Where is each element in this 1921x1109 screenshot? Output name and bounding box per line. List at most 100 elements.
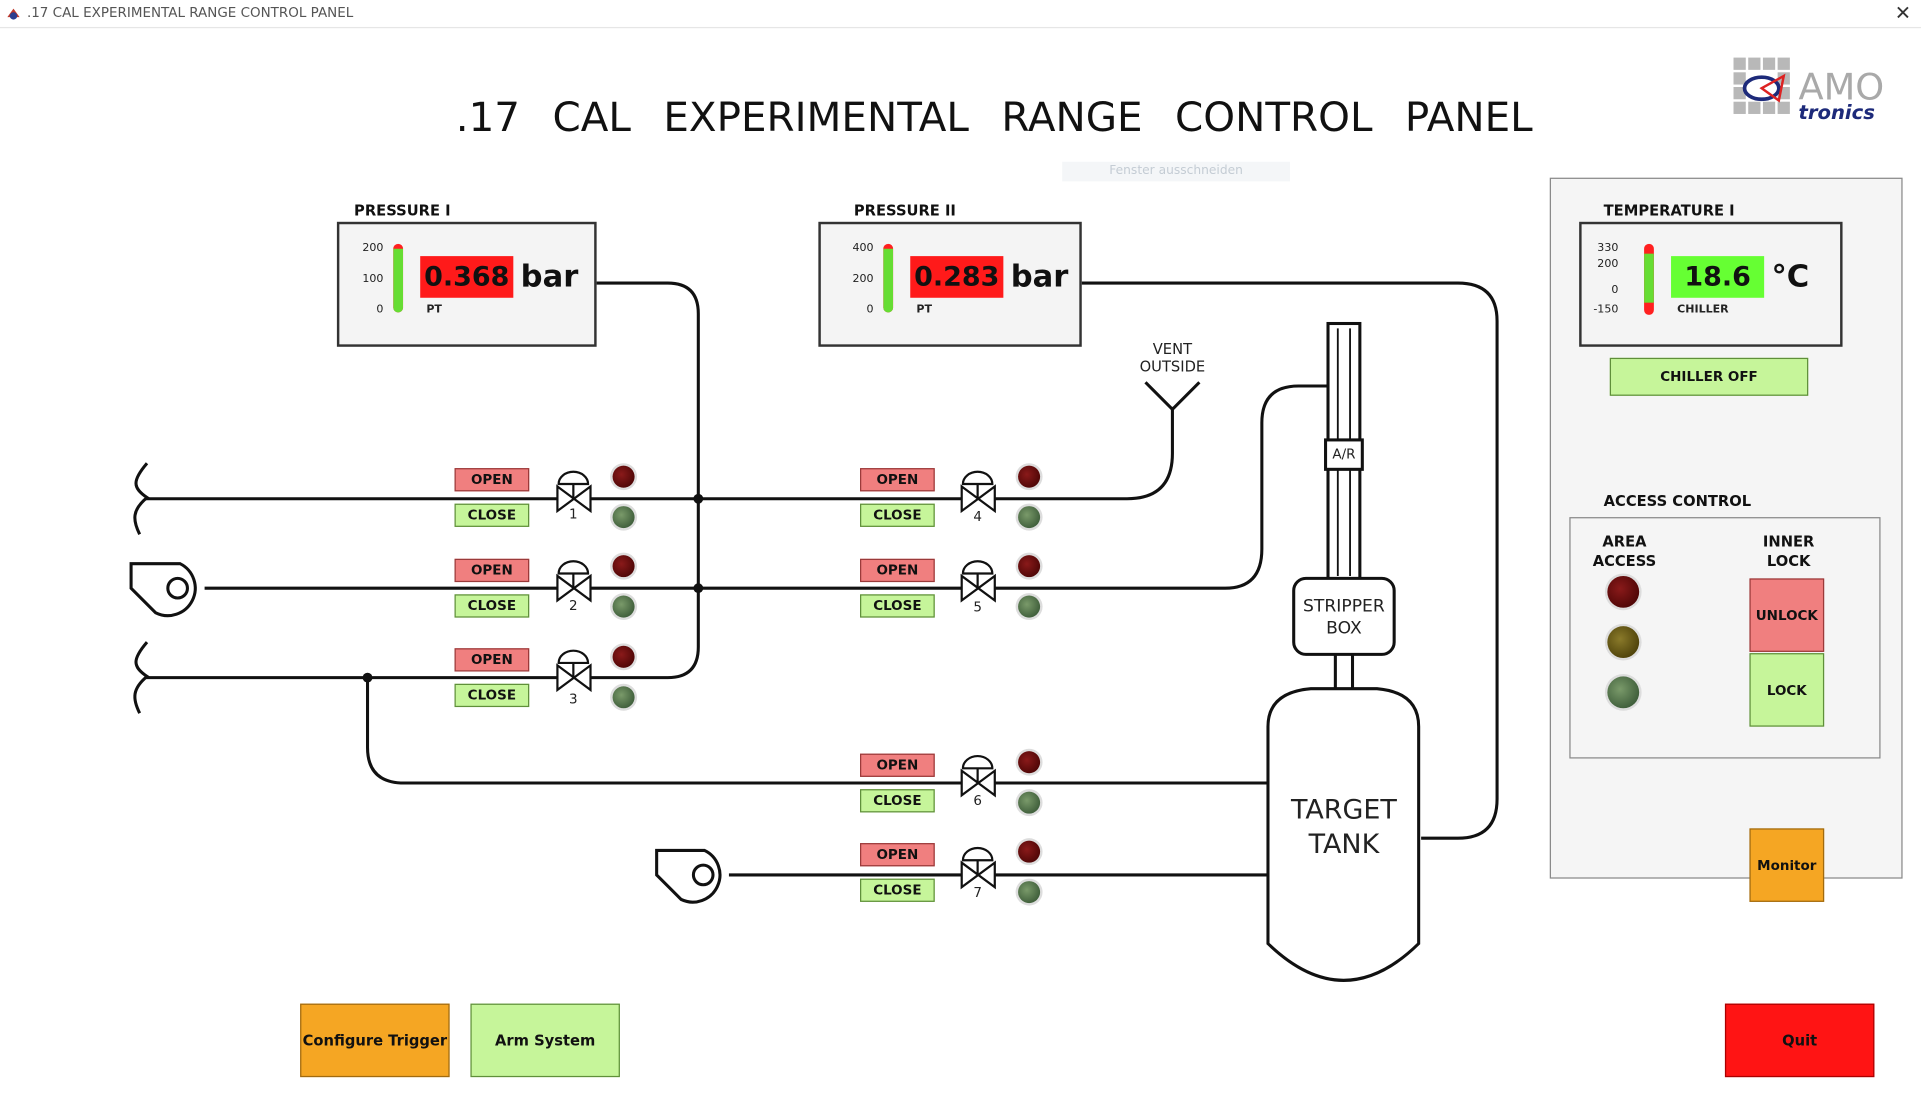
pressure-2-value: 0.283: [910, 256, 1004, 298]
arm-system-button[interactable]: Arm System: [470, 1003, 620, 1078]
valve-4-number: 4: [973, 508, 982, 525]
app-icon: [7, 8, 20, 20]
pressure-1-unit: bar: [520, 258, 579, 295]
valve-5-close-button[interactable]: CLOSE: [860, 594, 935, 618]
valve-1-open-lamp: [612, 465, 635, 488]
valve-1-close-button[interactable]: CLOSE: [454, 503, 530, 527]
temperature-1-bar-level: [1644, 253, 1654, 303]
pressure-1-tick-mid: 100: [362, 273, 384, 286]
pressure-2-display: 400 200 0 0.283 bar PT: [818, 221, 1082, 347]
valve-7-closed-lamp: [1018, 881, 1041, 904]
close-icon[interactable]: ✕: [1894, 3, 1912, 25]
valve-7-open-button[interactable]: OPEN: [860, 843, 935, 867]
valve-3-icon[interactable]: [556, 649, 592, 693]
valve-2-open-button[interactable]: OPEN: [454, 558, 530, 583]
page-title: .17 CAL EXPERIMENTAL RANGE CONTROL PANEL: [455, 93, 1533, 141]
logo-text-amo: AMO: [1798, 66, 1885, 110]
pressure-2-tick-min: 0: [866, 303, 874, 317]
valve-4-open-button[interactable]: OPEN: [860, 468, 935, 492]
pressure-1-bar-gauge: [393, 243, 404, 313]
temperature-1-bar-gauge: [1644, 243, 1654, 315]
amotronics-logo: AMO tronics: [1730, 54, 1902, 128]
faint-overlay-text: Fenster ausschneiden: [1062, 161, 1291, 182]
unlock-button[interactable]: UNLOCK: [1749, 578, 1825, 652]
pressure-2-tick-mid: 200: [852, 273, 874, 286]
pressure-1-gauge-label: PT: [426, 303, 442, 317]
pressure-1-label: PRESSURE I: [354, 202, 451, 220]
valve-2-number: 2: [569, 597, 578, 614]
valve-2-close-button[interactable]: CLOSE: [454, 594, 530, 618]
pressure-1-value: 0.368: [420, 256, 514, 298]
configure-trigger-button[interactable]: Configure Trigger: [300, 1003, 450, 1078]
valve-3-open-lamp: [612, 645, 635, 668]
quit-button[interactable]: Quit: [1724, 1003, 1875, 1078]
temperature-1-display: 330 200 0 -150 18.6 °C CHILLER: [1579, 221, 1843, 347]
logo-grid-icon: [1733, 57, 1790, 114]
valve-2-closed-lamp: [612, 595, 635, 618]
valve-1-closed-lamp: [612, 506, 635, 529]
temperature-1-unit: °C: [1771, 258, 1810, 295]
temperature-1-tick-0: 0: [1611, 284, 1619, 297]
ar-label: A/R: [1332, 446, 1356, 462]
chiller-off-button[interactable]: CHILLER OFF: [1609, 357, 1809, 396]
valve-5-icon[interactable]: [960, 560, 996, 603]
area-access-label: AREA ACCESS: [1592, 533, 1657, 570]
valve-1-number: 1: [569, 506, 578, 523]
inner-lock-label: INNER LOCK: [1762, 533, 1815, 570]
valve-3-number: 3: [569, 691, 578, 708]
pressure-1-tick-max: 200: [362, 242, 384, 255]
valve-6-open-lamp: [1018, 751, 1041, 774]
lock-button[interactable]: LOCK: [1749, 653, 1825, 727]
valve-6-closed-lamp: [1018, 791, 1041, 814]
temperature-1-tick-330: 330: [1597, 242, 1619, 255]
logo-text-tronics: tronics: [1798, 100, 1875, 124]
valve-4-open-lamp: [1018, 465, 1041, 488]
pressure-1-display: 200 100 0 0.368 bar PT: [336, 221, 597, 347]
stripper-box-label: STRIPPER BOX: [1303, 596, 1385, 639]
pressure-2-gauge-label: PT: [916, 303, 932, 317]
window-title: .17 CAL EXPERIMENTAL RANGE CONTROL PANEL: [26, 4, 354, 21]
valve-5-open-button[interactable]: OPEN: [860, 558, 935, 583]
valve-1-icon[interactable]: [556, 470, 592, 514]
valve-5-open-lamp: [1018, 555, 1041, 578]
pressure-2-bar-gauge: [883, 243, 894, 313]
valve-5-closed-lamp: [1018, 595, 1041, 618]
temperature-1-tick-200: 200: [1597, 258, 1619, 271]
valve-4-closed-lamp: [1018, 506, 1041, 529]
valve-5-number: 5: [973, 599, 982, 616]
temperature-1-label: TEMPERATURE I: [1603, 202, 1735, 220]
valve-7-close-button[interactable]: CLOSE: [860, 878, 935, 902]
area-access-yellow-lamp: [1607, 626, 1640, 659]
valve-3-closed-lamp: [612, 686, 635, 709]
title-bar: .17 CAL EXPERIMENTAL RANGE CONTROL PANEL…: [0, 0, 1921, 29]
pressure-2-label: PRESSURE II: [853, 202, 956, 220]
access-control-label: ACCESS CONTROL: [1603, 492, 1752, 510]
pressure-1-tick-min: 0: [376, 303, 384, 317]
temperature-1-gauge-label: CHILLER: [1677, 303, 1729, 317]
vent-outside-label: VENT OUTSIDE: [1139, 340, 1206, 375]
valve-7-icon[interactable]: [960, 846, 996, 890]
monitor-button[interactable]: Monitor: [1749, 828, 1825, 902]
temperature-1-value: 18.6: [1671, 256, 1765, 298]
valve-2-icon[interactable]: [556, 560, 592, 603]
pressure-2-bar-level: [883, 249, 894, 313]
pressure-1-bar-level: [393, 248, 404, 313]
valve-4-icon[interactable]: [960, 470, 996, 514]
valve-3-open-button[interactable]: OPEN: [454, 648, 530, 672]
valve-6-icon[interactable]: [960, 755, 996, 798]
valve-2-open-lamp: [612, 555, 635, 578]
area-access-green-lamp: [1607, 676, 1640, 709]
valve-6-open-button[interactable]: OPEN: [860, 753, 935, 777]
valve-1-open-button[interactable]: OPEN: [454, 468, 530, 492]
valve-6-close-button[interactable]: CLOSE: [860, 789, 935, 813]
pressure-2-tick-max: 400: [852, 242, 874, 255]
target-tank-label: TARGET TANK: [1290, 795, 1397, 861]
valve-7-number: 7: [973, 884, 982, 901]
valve-3-close-button[interactable]: CLOSE: [454, 683, 530, 708]
valve-6-number: 6: [973, 792, 982, 809]
pressure-2-unit: bar: [1010, 258, 1069, 295]
temperature-1-tick-neg150: -150: [1593, 303, 1619, 317]
valve-4-close-button[interactable]: CLOSE: [860, 503, 935, 527]
